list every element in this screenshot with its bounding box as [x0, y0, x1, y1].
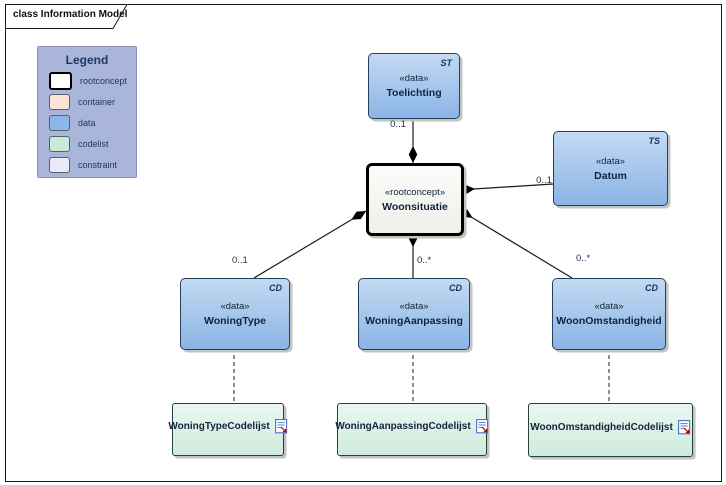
- codelist-swatch: [49, 136, 70, 152]
- stereotype-label: «data»: [595, 155, 626, 167]
- codelist-name: WoningAanpassingCodelijst: [335, 421, 471, 432]
- multiplicity-toelichting: 0..1: [390, 119, 406, 130]
- type-tag: CD: [269, 283, 282, 293]
- frame-title: class Information Model: [13, 9, 128, 20]
- multiplicity-woonomstandigheid: 0..*: [576, 253, 591, 264]
- legend-item-label: data: [78, 118, 96, 128]
- class-name: WoningAanpassing: [365, 315, 463, 327]
- container-swatch: [49, 94, 70, 110]
- codelist-name: WoningTypeCodelijst: [168, 421, 270, 432]
- class-name: WoningType: [203, 315, 267, 327]
- constraint-swatch: [49, 157, 70, 173]
- rootconcept-swatch: [49, 72, 72, 90]
- codelist-box-woonomstandigheidcodelijst[interactable]: WoonOmstandigheidCodelijst: [528, 403, 693, 457]
- codelist-name: WoonOmstandigheidCodelijst: [530, 421, 673, 433]
- type-tag: TS: [648, 136, 660, 146]
- legend-item-container: container: [49, 94, 115, 110]
- class-box-woningtype[interactable]: CD «data» WoningType: [180, 278, 290, 350]
- class-name: WoonOmstandigheid: [556, 315, 662, 327]
- legend-title: Legend: [65, 53, 109, 67]
- class-box-woonomstandigheid[interactable]: CD «data» WoonOmstandigheid: [552, 278, 666, 350]
- legend-item-label: rootconcept: [80, 76, 128, 86]
- document-icon: [475, 419, 488, 434]
- legend-item-constraint: constraint: [49, 157, 117, 173]
- legend-item-label: container: [78, 97, 116, 107]
- class-name: Toelichting: [386, 87, 442, 99]
- class-name: Datum: [594, 169, 627, 182]
- stereotype-label: «rootconcept»: [384, 186, 446, 198]
- legend-item-label: codelist: [78, 139, 109, 149]
- legend-item-data: data: [49, 115, 96, 131]
- codelist-box-woningtypecodelijst[interactable]: WoningTypeCodelijst: [168, 403, 287, 456]
- stereotype-label: «data»: [594, 301, 624, 312]
- document-icon: [677, 419, 690, 434]
- class-box-woningaanpassing[interactable]: CD «data» WoningAanpassing: [358, 278, 470, 350]
- legend: Legend rootconcept container data codeli…: [37, 46, 137, 178]
- legend-item-codelist: codelist: [49, 136, 109, 152]
- stereotype-label: «data»: [220, 301, 250, 312]
- multiplicity-datum: 0..1: [536, 175, 552, 186]
- stereotype-label: «data»: [399, 301, 429, 312]
- class-box-toelichting[interactable]: ST «data» Toelichting: [368, 53, 460, 119]
- codelist-box-woningaanpassingcodelijst[interactable]: WoningAanpassingCodelijst: [335, 403, 488, 456]
- multiplicity-woningaanpassing: 0..*: [417, 255, 432, 266]
- multiplicity-woningtype: 0..1: [232, 255, 248, 266]
- data-swatch: [49, 115, 70, 131]
- type-tag: ST: [440, 58, 452, 68]
- type-tag: CD: [645, 283, 658, 293]
- legend-item-label: constraint: [78, 160, 118, 170]
- class-box-woonsituatie[interactable]: «rootconcept» Woonsituatie: [366, 163, 464, 236]
- stereotype-label: «data»: [399, 73, 429, 84]
- legend-item-rootconcept: rootconcept: [49, 72, 128, 90]
- class-name: Woonsituatie: [382, 200, 448, 213]
- document-icon: [274, 419, 287, 434]
- type-tag: CD: [449, 283, 462, 293]
- class-box-datum[interactable]: TS «data» Datum: [553, 131, 668, 206]
